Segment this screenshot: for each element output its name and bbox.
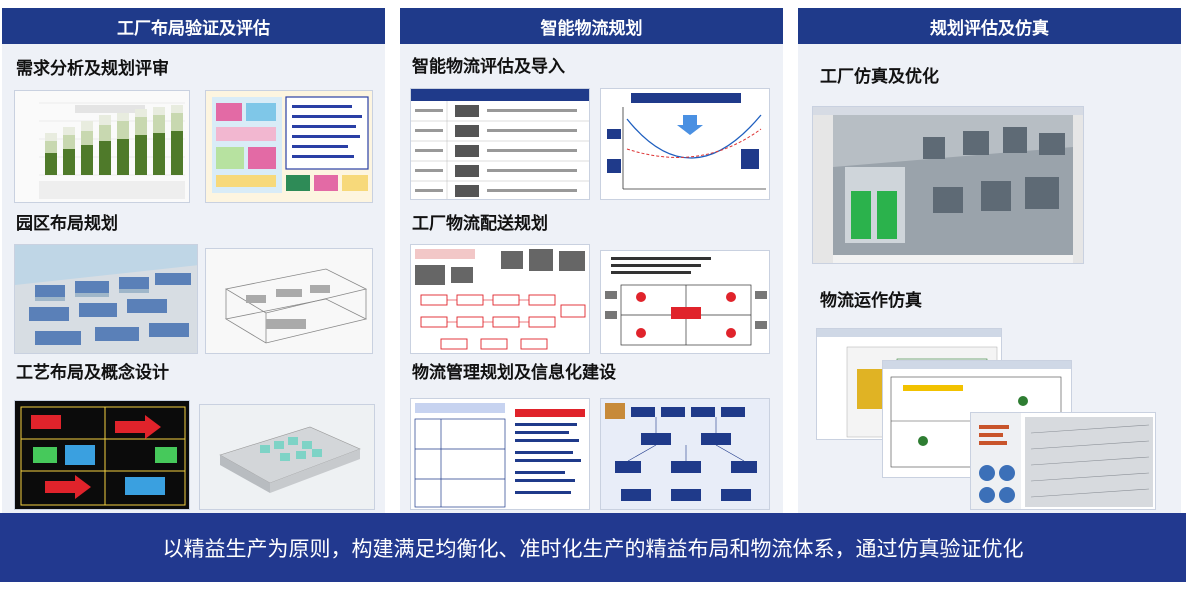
park-plan-image <box>205 248 373 354</box>
column-simulation: 规划评估及仿真 工厂仿真及优化 物流运作仿真 <box>798 8 1181 513</box>
factory-simulation-image <box>812 106 1084 264</box>
column-header: 工厂布局验证及评估 <box>2 8 385 44</box>
section-title: 工艺布局及概念设计 <box>16 363 169 383</box>
section-title: 物流管理规划及信息化建设 <box>412 363 616 383</box>
layout-review-image <box>205 90 373 203</box>
logistics-simulation-image-3 <box>970 412 1156 510</box>
operation-plan-image <box>600 250 770 354</box>
park-layout-image <box>14 244 198 354</box>
process-3d-image <box>199 404 375 510</box>
automation-model-chart-image <box>600 88 770 200</box>
distribution-flow-image <box>410 244 590 354</box>
column-header: 规划评估及仿真 <box>798 8 1181 44</box>
demand-chart-image <box>14 90 190 203</box>
section-title: 园区布局规划 <box>16 214 118 234</box>
process-layout-image <box>14 400 190 510</box>
section-title: 工厂物流配送规划 <box>412 214 548 234</box>
column-factory-layout: 工厂布局验证及评估 需求分析及规划评审 <box>2 8 385 513</box>
section-title: 物流运作仿真 <box>820 291 922 311</box>
section-title: 工厂仿真及优化 <box>820 67 939 87</box>
section-title: 智能物流评估及导入 <box>412 57 565 77</box>
column-smart-logistics: 智能物流规划 智能物流评估及导入 <box>400 8 783 513</box>
logistics-evaluation-table-image <box>410 88 590 200</box>
bottom-banner: 以精益生产为原则，构建满足均衡化、准时化生产的精益布局和物流体系，通过仿真验证优… <box>0 513 1186 582</box>
information-system-image <box>600 398 770 510</box>
management-planning-image <box>410 398 590 510</box>
column-header: 智能物流规划 <box>400 8 783 44</box>
section-title: 需求分析及规划评审 <box>16 59 169 79</box>
